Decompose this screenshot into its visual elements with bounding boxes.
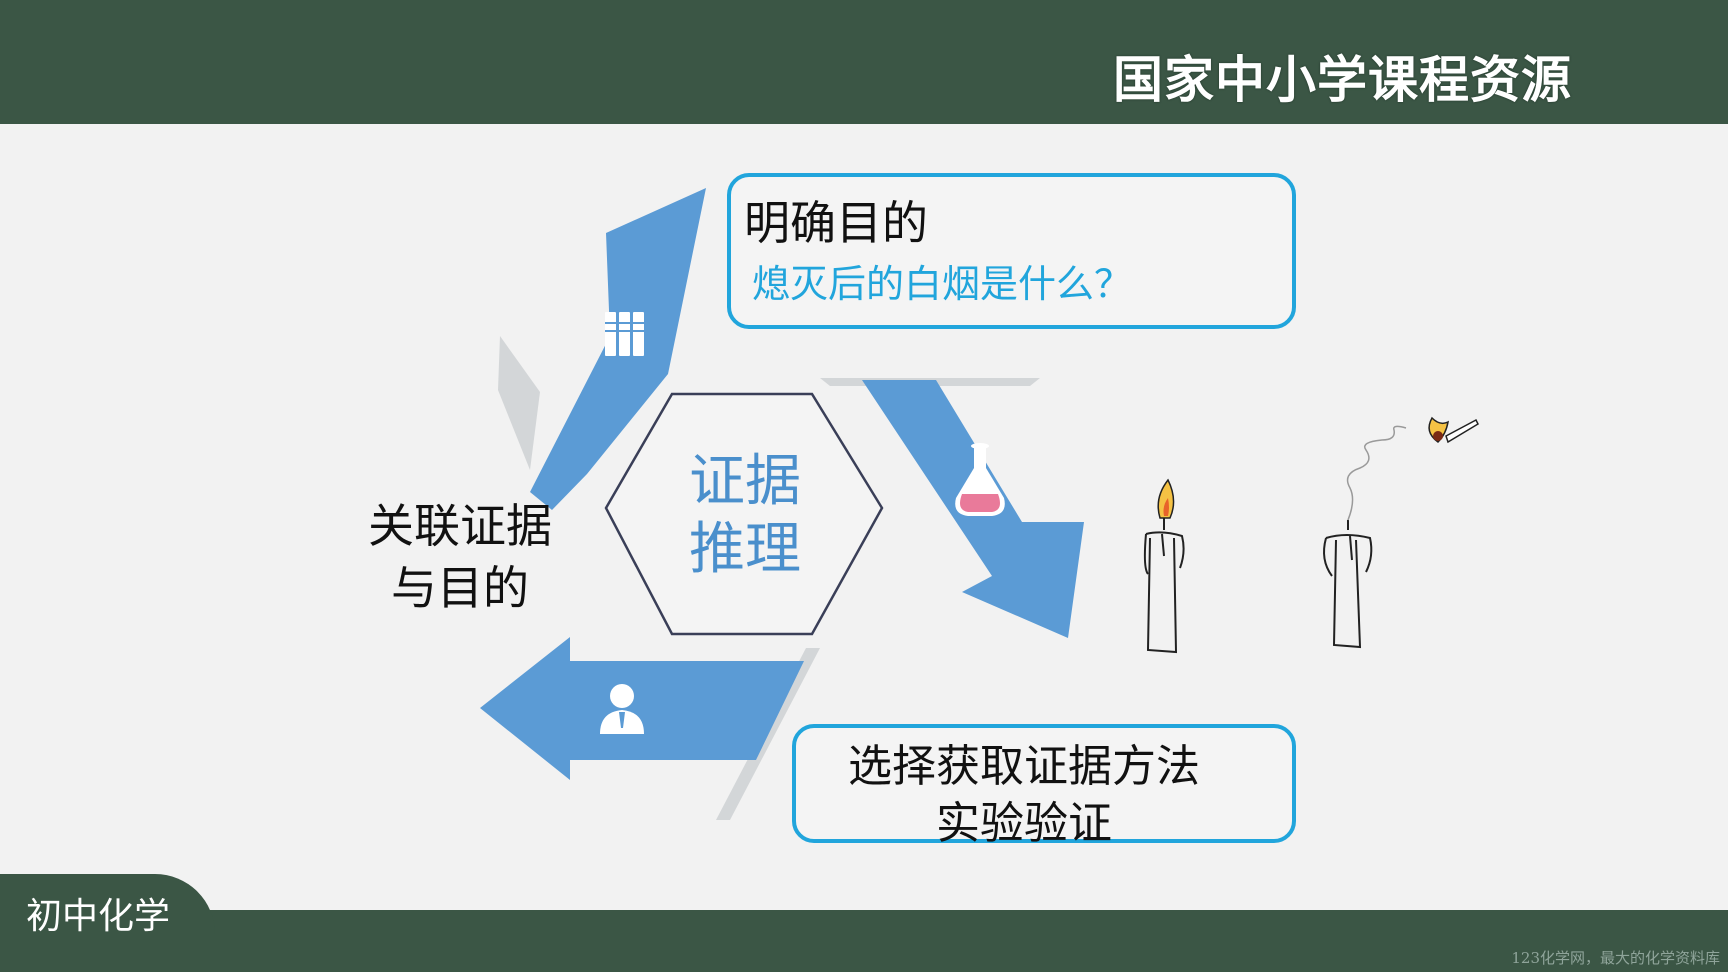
arrow-shadow-top: [498, 336, 540, 470]
relate-line1: 关联证据: [368, 499, 552, 553]
arrow-top: [530, 188, 706, 510]
person-icon: [600, 684, 644, 734]
center-line2: 推理: [689, 517, 801, 582]
subject-tab: [0, 874, 215, 972]
purpose-question: 熄灭后的白烟是什么？: [752, 262, 1133, 306]
center-label: 证据 推理: [670, 448, 820, 584]
method-title: 选择获取证据方法: [848, 741, 1200, 792]
purpose-box: 明确目的 熄灭后的白烟是什么？: [727, 173, 1296, 329]
flask-icon: [955, 443, 1005, 516]
books-icon: [605, 312, 644, 356]
header-bar: 国家中小学课程资源: [0, 0, 1728, 124]
method-box: 选择获取证据方法 实验验证: [792, 724, 1296, 849]
smoke-trail: [1346, 425, 1407, 521]
relate-line2: 与目的: [391, 561, 529, 615]
candle-lit: [1143, 478, 1185, 654]
arrow-bottom: [480, 637, 804, 780]
relate-label: 关联证据 与目的: [360, 495, 560, 619]
subject-label: 初中化学: [26, 896, 171, 937]
watermark: 123化学网，最大的化学资料库: [1511, 949, 1720, 967]
method-subtitle: 实验验证: [936, 798, 1112, 849]
center-hexagon: [604, 392, 884, 636]
center-line1: 证据: [689, 449, 801, 514]
burning-match: [1428, 416, 1479, 444]
candle-extinguished: [1323, 520, 1373, 649]
purpose-title: 明确目的: [744, 196, 928, 250]
footer-bar: [0, 910, 1728, 972]
brand-title: 国家中小学课程资源: [1113, 51, 1572, 109]
